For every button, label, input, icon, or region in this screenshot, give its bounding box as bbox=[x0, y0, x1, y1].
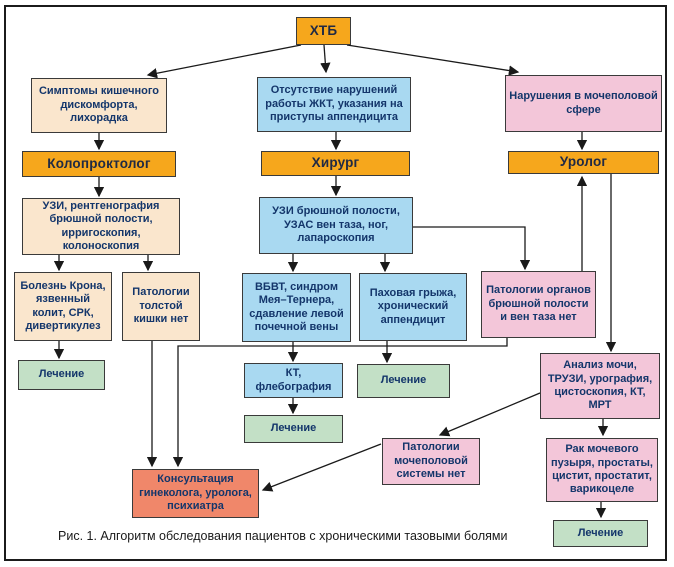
node-urinary-disorders: Нарушения в мочеполовой сфере bbox=[505, 75, 662, 132]
arrow-no-gu-to-consultation bbox=[261, 443, 382, 492]
node-no-gi-disorders: Отсутствие нарушений работы ЖКТ, указани… bbox=[257, 77, 411, 132]
node-surgeon: Хирург bbox=[261, 151, 410, 176]
arrow-urine-tests-to-no-gu bbox=[438, 392, 541, 437]
node-cancer: Рак мочевого пузыря, простаты, цистит, п… bbox=[546, 438, 658, 502]
node-no-colon-pathology: Патологии толстой кишки нет bbox=[122, 272, 200, 341]
node-symptoms-gi: Симптомы кишечного дискомфорта, лихорадк… bbox=[31, 78, 167, 133]
arrow-htb-to-symptoms bbox=[146, 44, 302, 79]
node-uzi-mid: УЗИ брюшной полости, УЗАС вен таза, ног,… bbox=[259, 197, 413, 254]
arrow-htb-to-urinary bbox=[346, 44, 520, 76]
node-htb: ХТБ bbox=[296, 17, 351, 45]
node-urine-tests: Анализ мочи, ТРУЗИ, урография, цистоскоп… bbox=[540, 353, 660, 419]
node-treatment-hernia: Лечение bbox=[357, 364, 450, 398]
node-ct-phlebography: КТ, флебография bbox=[244, 363, 343, 398]
node-coloproctologist: Колопроктолог bbox=[22, 151, 176, 177]
arrow-no-abdominal-to-consultation bbox=[172, 338, 508, 468]
node-treatment-cancer: Лечение bbox=[553, 520, 648, 547]
node-consultation: Консультация гинеколога, уролога, психиа… bbox=[132, 469, 259, 518]
node-uzi-left: УЗИ, рентгенография брюшной полости, ирр… bbox=[22, 198, 180, 255]
node-urologist: Уролог bbox=[508, 151, 659, 174]
node-crohn: Болезнь Крона, язвенный колит, СРК, диве… bbox=[14, 272, 112, 341]
arrow-uzi-mid-to-no-abdominal bbox=[413, 226, 531, 271]
node-vbvt: ВБВТ, синдром Мея–Тернера, сдавление лев… bbox=[242, 273, 351, 342]
node-no-gu-pathology: Патологии мочеполовой системы нет bbox=[382, 438, 480, 485]
diagram-frame bbox=[4, 5, 667, 561]
node-hernia: Паховая грыжа, хронический аппендицит bbox=[359, 273, 467, 341]
arrow-htb-to-no-gi bbox=[320, 44, 331, 74]
node-treatment-crohn: Лечение bbox=[18, 360, 105, 390]
figure-caption: Рис. 1. Алгоритм обследования пациентов … bbox=[58, 529, 508, 543]
node-treatment-ct: Лечение bbox=[244, 415, 343, 443]
node-no-abdominal-pathology: Патологии органов брюшной полости и вен … bbox=[481, 271, 596, 338]
